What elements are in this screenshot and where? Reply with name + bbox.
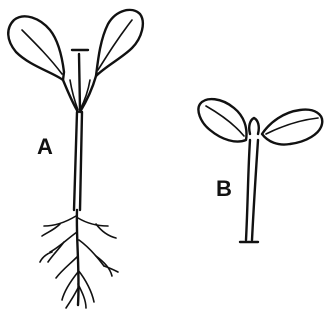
seedling-a bbox=[8, 10, 143, 308]
seedling-b-stem bbox=[246, 140, 250, 240]
seedling-a-stem bbox=[74, 112, 77, 210]
seedling-b-plumule bbox=[249, 118, 259, 134]
seedling-b-right-leaf bbox=[262, 110, 322, 145]
seedling-a-left-leaf bbox=[8, 16, 64, 80]
seedling-a-plumule bbox=[79, 54, 80, 110]
seedling-a-roots bbox=[40, 210, 118, 308]
seedling-b bbox=[198, 99, 322, 242]
label-b: B bbox=[216, 176, 232, 202]
seedling-a-right-leaf bbox=[96, 10, 143, 76]
label-a: A bbox=[37, 134, 53, 160]
